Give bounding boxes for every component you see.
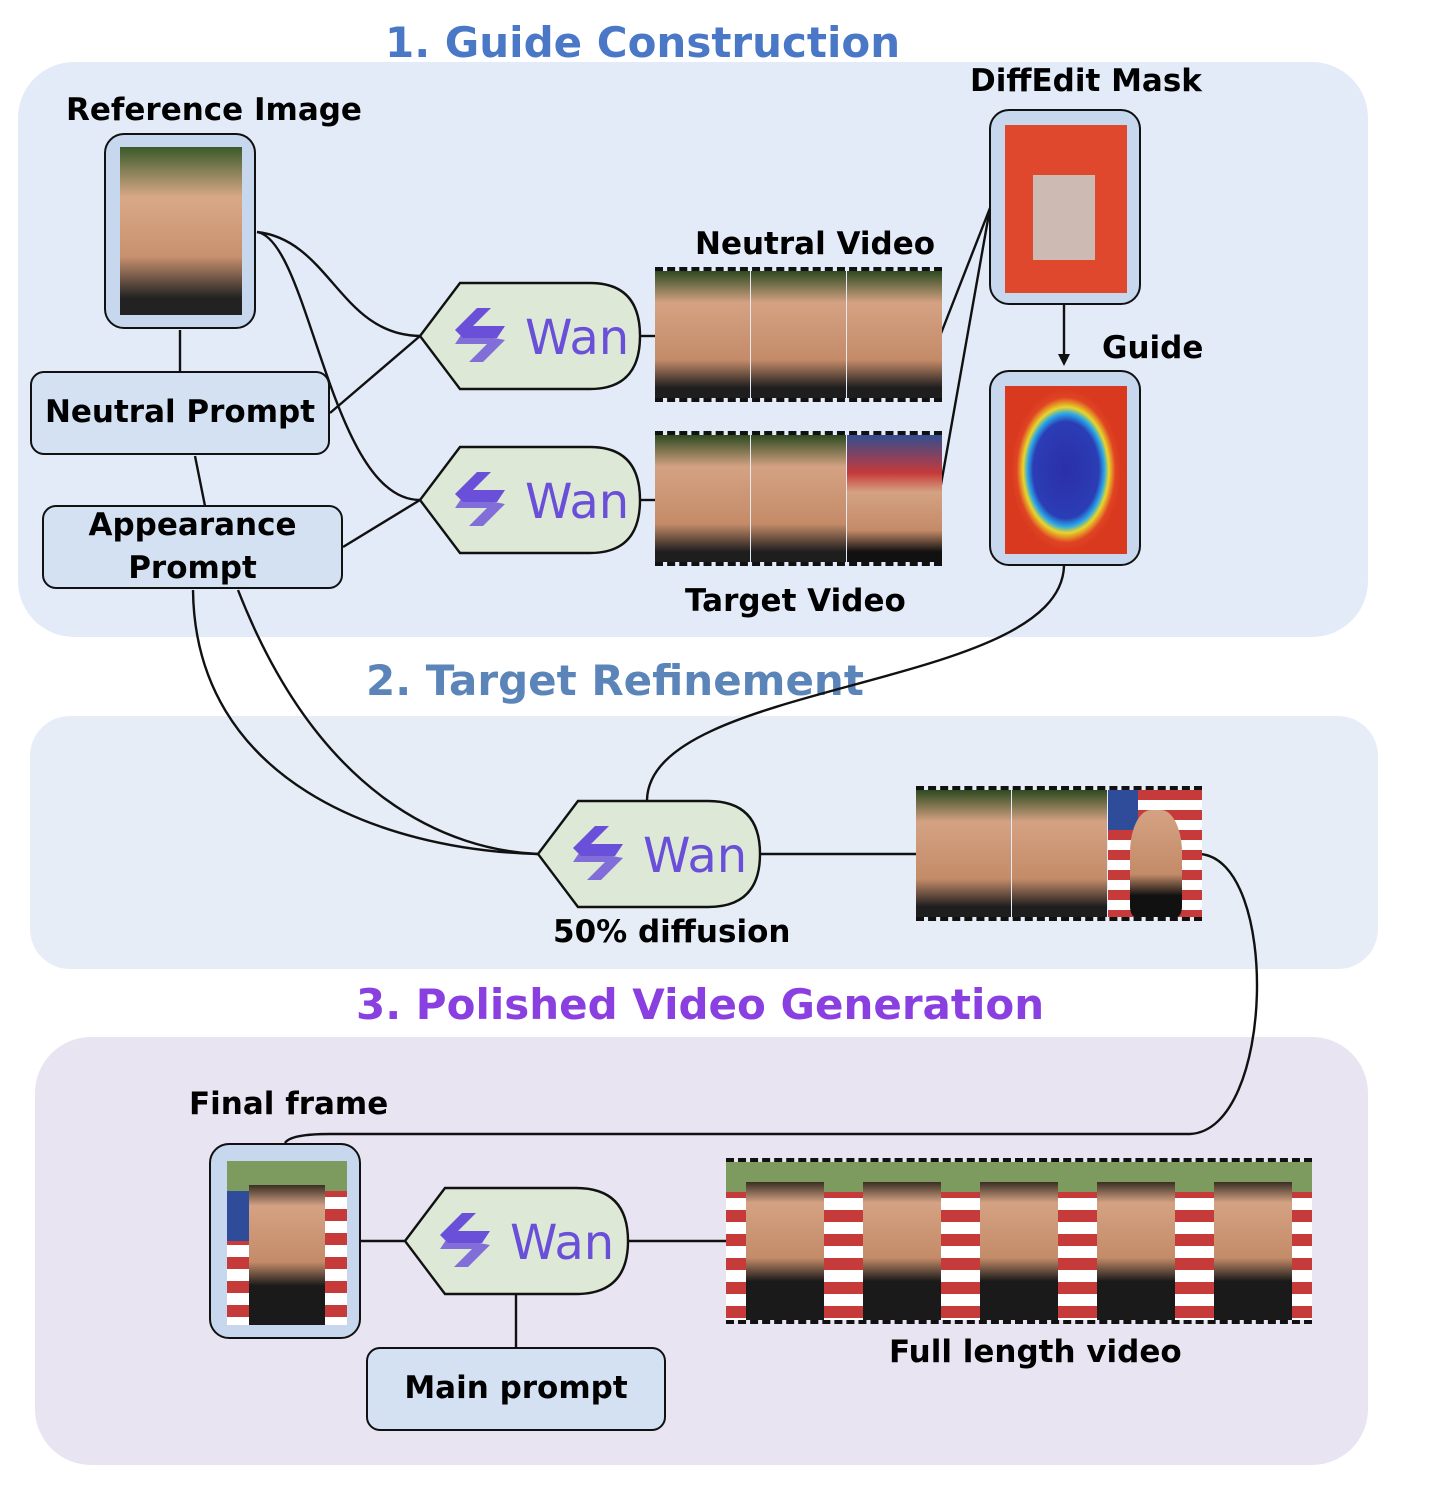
reference-image-label: Reference Image <box>66 92 362 128</box>
neutral-video-to-mask-connector <box>938 207 992 337</box>
appearance-to-wan2-connector <box>342 498 421 549</box>
appearance-prompt-text-line2: Prompt <box>128 550 257 586</box>
wan-model-2-label: Wan <box>525 474 630 530</box>
neutral-video-frame-1 <box>655 271 750 398</box>
appearance-prompt-text-line1: Appearance <box>88 506 297 543</box>
neutral-prompt-text: Neutral Prompt <box>44 394 316 431</box>
wan-logo-icon <box>445 464 515 534</box>
section-title-target-refinement: 2. Target Refinement <box>366 656 864 705</box>
full-video-frame-3 <box>960 1162 1077 1320</box>
final-frame-label: Final frame <box>189 1086 389 1122</box>
guide-to-wan3-connector <box>645 565 1066 801</box>
main-prompt-text: Main prompt <box>404 1370 628 1407</box>
final-frame-box <box>209 1143 361 1339</box>
neutral-video-frame-2 <box>751 271 846 398</box>
wan-logo-icon <box>430 1205 500 1275</box>
target-video-label: Target Video <box>685 583 906 619</box>
section-title-guide-construction: 1. Guide Construction <box>385 18 901 67</box>
wan-model-1-label: Wan <box>525 310 630 366</box>
guide-label: Guide <box>1102 330 1204 366</box>
wan-model-2-shape <box>418 445 642 555</box>
neutral-video-strip <box>655 267 942 402</box>
flag-canton <box>1108 790 1138 830</box>
wan-model-4-label: Wan <box>510 1215 615 1271</box>
target-video-frame-1 <box>655 435 750 562</box>
refined-video-frame-1 <box>916 790 1011 917</box>
appearance-to-wan3-connector-b <box>236 589 539 856</box>
wan-logo-icon-graphic <box>440 1213 490 1267</box>
guide-heatmap-image <box>1005 386 1127 554</box>
wan-logo-icon-graphic <box>455 472 505 526</box>
target-video-frame-3 <box>847 435 942 562</box>
refined-video-frame-2 <box>1012 790 1107 917</box>
full-length-video-label: Full length video <box>889 1334 1182 1370</box>
wan-model-3-label: Wan <box>643 828 748 884</box>
reference-image <box>120 147 242 315</box>
section-title-polished-generation: 3. Polished Video Generation <box>356 980 1045 1029</box>
appearance-to-wan3-connector-a <box>191 589 539 856</box>
ref-to-wan2-connector <box>256 230 421 502</box>
diffusion-label: 50% diffusion <box>553 914 791 950</box>
full-video-frame-4 <box>1077 1162 1194 1320</box>
diffedit-mask-image <box>1005 125 1127 293</box>
main-prompt-box: Main prompt <box>366 1347 666 1431</box>
refined-video-frame-3 <box>1108 790 1202 917</box>
neutral-to-appearance-connector <box>193 455 207 507</box>
ref-to-wan1-connector <box>256 230 421 338</box>
reference-image-frame <box>104 133 256 329</box>
target-video-to-mask-connector <box>938 207 992 491</box>
wan-logo-icon-graphic <box>455 308 505 362</box>
neutral-video-frame-3 <box>847 271 942 398</box>
refined-video-to-final-frame-connector <box>283 852 1259 1144</box>
final-frame-person <box>249 1185 325 1325</box>
full-length-video-strip <box>726 1158 1312 1324</box>
wan-logo-icon-graphic <box>573 826 623 880</box>
appearance-prompt-box: Appearance Prompt <box>42 505 343 589</box>
full-video-frame-2 <box>843 1162 960 1320</box>
refined-face <box>1130 810 1182 917</box>
diffedit-mask-label: DiffEdit Mask <box>970 63 1202 99</box>
final-frame-image <box>227 1161 347 1325</box>
neutral-video-label: Neutral Video <box>695 226 936 262</box>
diffedit-mask-face-region <box>1033 175 1095 260</box>
diffedit-mask-frame <box>989 109 1141 305</box>
target-video-frame-2 <box>751 435 846 562</box>
neutral-prompt-to-wan1-connector <box>329 335 421 414</box>
refined-video-strip <box>916 786 1202 921</box>
guide-frame <box>989 370 1141 566</box>
full-video-frame-5 <box>1194 1162 1312 1320</box>
mask-to-guide-arrowhead <box>1058 354 1070 366</box>
target-video-strip <box>655 431 942 566</box>
full-video-frame-1 <box>726 1162 843 1320</box>
wan-logo-icon <box>445 300 515 370</box>
neutral-prompt-box: Neutral Prompt <box>30 371 330 455</box>
wan-logo-icon <box>563 818 633 888</box>
wan-model-1-shape <box>418 281 642 391</box>
